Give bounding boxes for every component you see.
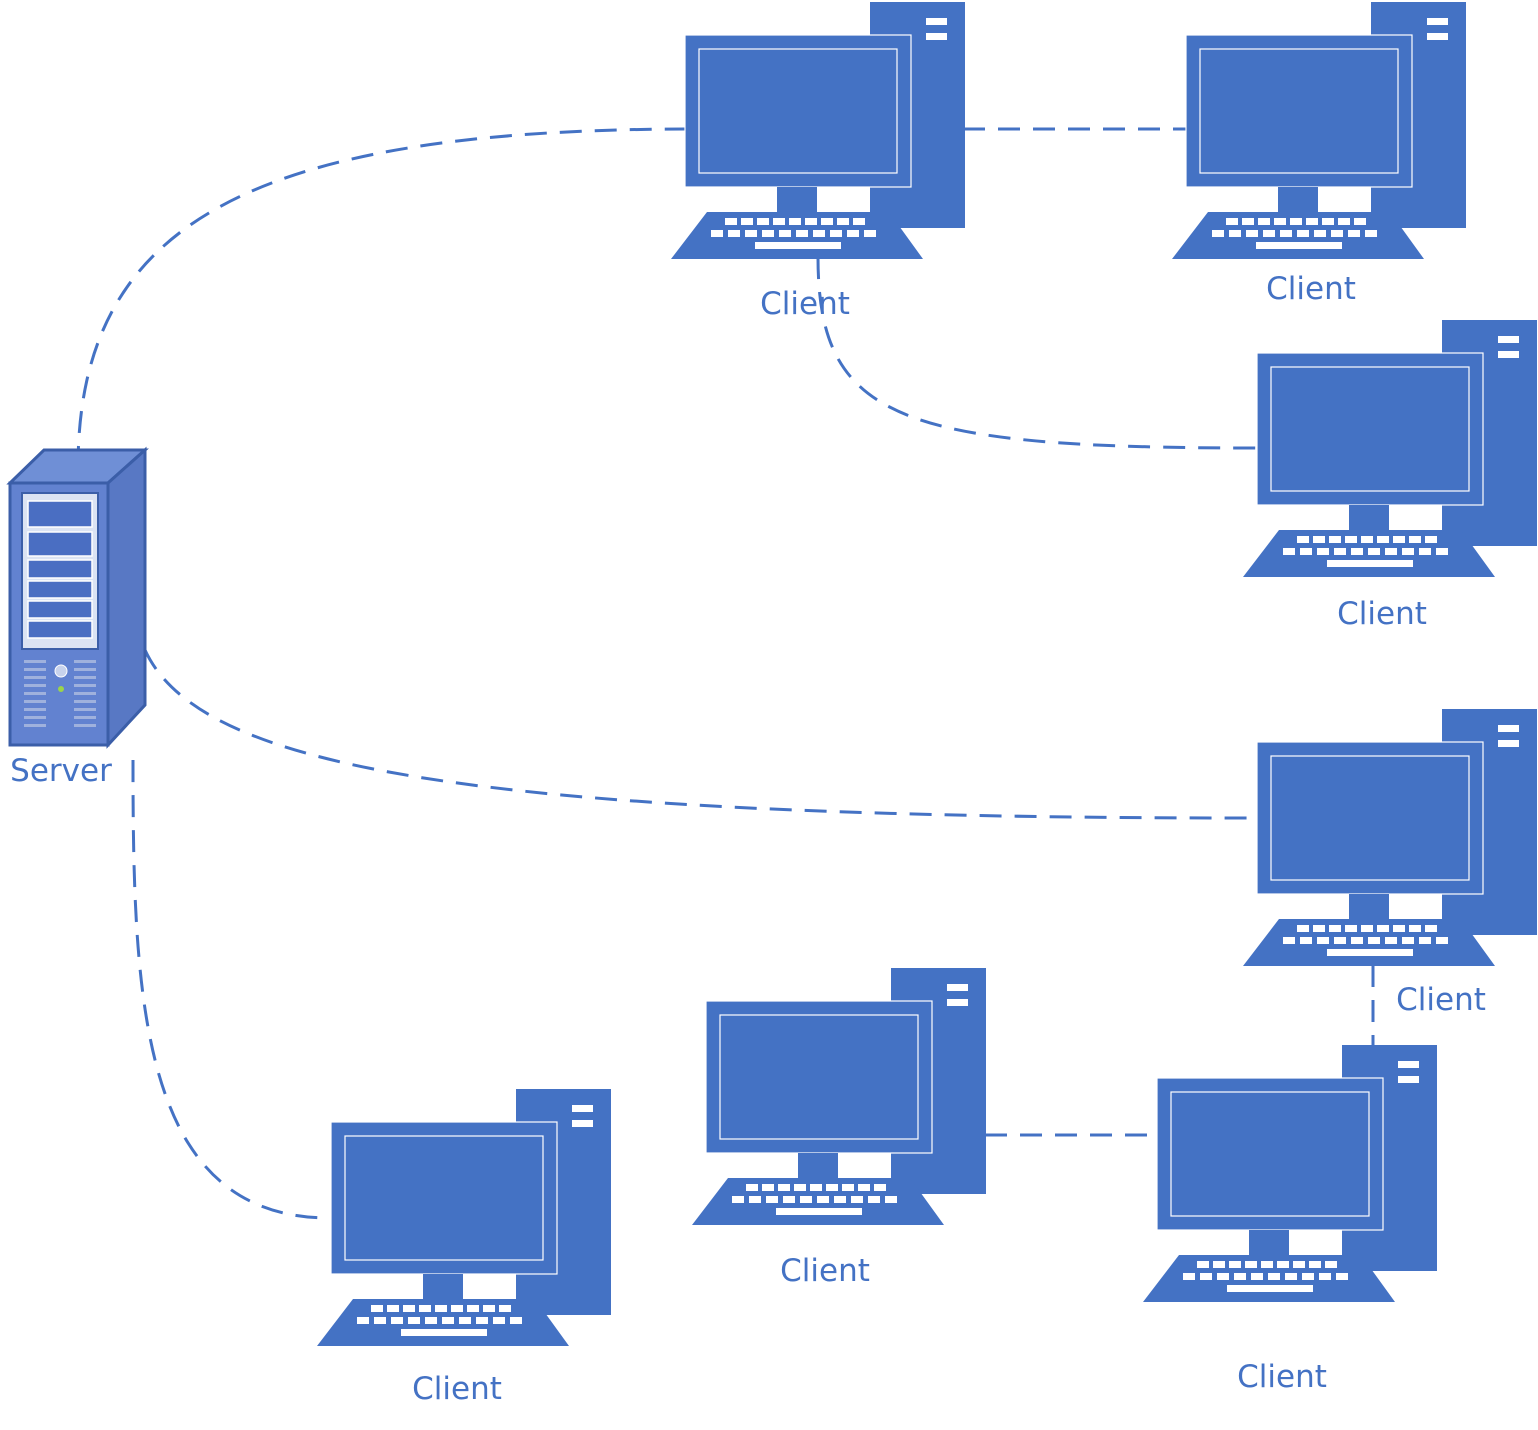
link-server-client-top-mid xyxy=(76,127,686,469)
client-label: Client xyxy=(412,1371,502,1407)
client-label: Client xyxy=(780,1253,870,1289)
client-node-top-mid[interactable]: Client xyxy=(670,1,966,322)
client-label: Client xyxy=(1237,1359,1327,1395)
desktop-computer-icon xyxy=(1242,708,1538,967)
client-label: Client xyxy=(1396,982,1486,1018)
server-drive-slots xyxy=(27,500,93,639)
desktop-computer-icon xyxy=(316,1088,612,1347)
client-node-top-right[interactable]: Client xyxy=(1171,1,1467,307)
server-power-button xyxy=(54,664,68,678)
server-side-face xyxy=(106,446,147,749)
client-node-bottom-mid[interactable]: Client xyxy=(691,967,987,1289)
server-tower-icon xyxy=(6,446,149,749)
client-node-right-upper[interactable]: Client xyxy=(1242,319,1538,632)
desktop-computer-icon xyxy=(691,967,987,1226)
client-label: Client xyxy=(760,286,850,322)
client-label: Client xyxy=(1337,596,1427,632)
desktop-computer-icon xyxy=(1171,1,1467,260)
link-server-client-bottom-left xyxy=(131,759,331,1220)
link-client-top-mid-client-right-upper xyxy=(816,256,1258,450)
server-label: Server xyxy=(10,753,112,789)
client-node-right-lower[interactable]: Client xyxy=(1242,708,1538,1018)
link-server-client-right-lower xyxy=(143,649,1258,820)
server-status-led xyxy=(58,686,64,692)
server-node[interactable]: Server xyxy=(6,446,149,789)
client-node-bottom-right[interactable]: Client xyxy=(1142,1044,1438,1395)
desktop-computer-icon xyxy=(670,1,966,260)
connection-lines xyxy=(76,127,1375,1220)
client-label: Client xyxy=(1266,271,1356,307)
server-vents xyxy=(24,660,96,727)
client-node-bottom-left[interactable]: Client xyxy=(316,1088,612,1407)
desktop-computer-icon xyxy=(1242,319,1538,578)
desktop-computer-icon xyxy=(1142,1044,1438,1303)
